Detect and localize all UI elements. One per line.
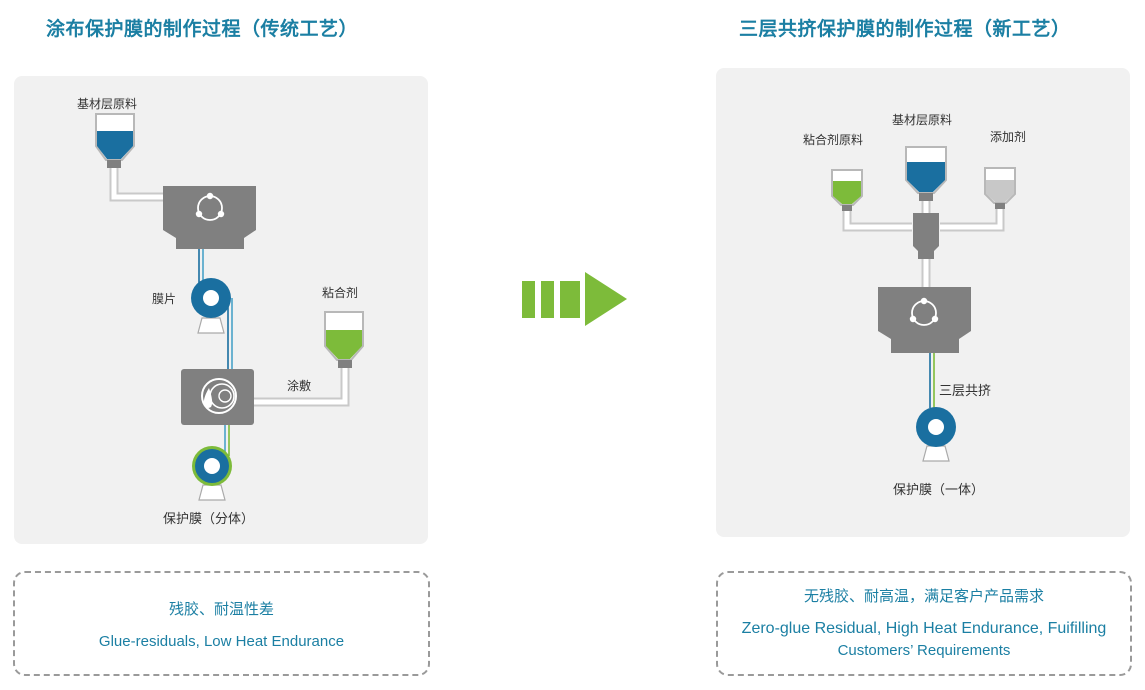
right-label-additive: 添加剂	[990, 130, 1027, 144]
right-label-base-material: 基材层原料	[892, 113, 953, 127]
left-adhesive-pipe	[254, 366, 350, 407]
left-base-hopper-icon	[95, 113, 135, 168]
right-title: 三层共挤保护膜的制作过程（新工艺）	[739, 18, 1071, 40]
left-title: 涂布保护膜的制作过程（传统工艺）	[46, 18, 359, 40]
left-label-adhesive: 粘合剂	[322, 286, 359, 300]
left-extruder-icon	[163, 186, 256, 249]
left-adhesive-hopper-icon	[324, 311, 364, 368]
left-coater-icon	[181, 369, 254, 425]
right-summary-en-line2: Customers’ Requirements	[837, 642, 1011, 659]
right-product-roll-icon	[916, 407, 956, 462]
right-label-adhesive-material: 粘合剂原料	[803, 133, 864, 147]
right-label-coextrusion: 三层共挤	[939, 384, 992, 399]
left-label-base-material: 基材层原料	[77, 97, 138, 111]
left-summary-box: 残胶、耐温性差 Glue-residuals, Low Heat Enduran…	[13, 571, 430, 676]
left-summary-cn: 残胶、耐温性差	[168, 599, 274, 618]
arrow-right-icon	[522, 272, 627, 326]
right-base-hopper-icon	[905, 146, 947, 201]
right-merge-block-icon	[913, 213, 939, 259]
left-label-film: 膜片	[152, 292, 177, 306]
left-label-product: 保护膜（分体）	[163, 512, 255, 527]
right-summary-cn: 无残胶、耐高温，满足客户产品需求	[803, 587, 1044, 605]
right-extruder-icon	[878, 287, 971, 353]
left-summary-en: Glue-residuals, Low Heat Endurance	[98, 632, 345, 650]
right-additive-hopper-icon	[984, 167, 1016, 209]
right-feed-pipes	[842, 200, 1005, 287]
left-feed-pipe	[109, 166, 163, 202]
right-film-lines	[929, 353, 935, 408]
left-product-roll-icon	[192, 446, 232, 501]
right-adhesive-hopper-icon	[831, 169, 863, 211]
left-label-coating: 涂敷	[287, 379, 312, 393]
right-summary-box: 无残胶、耐高温，满足客户产品需求 Zero-glue Residual, Hig…	[716, 571, 1132, 676]
right-label-product: 保护膜（一体）	[893, 483, 985, 498]
right-summary-en-line1: Zero-glue Residual, High Heat Endurance,…	[741, 620, 1107, 637]
left-film-roll-icon	[191, 278, 231, 334]
